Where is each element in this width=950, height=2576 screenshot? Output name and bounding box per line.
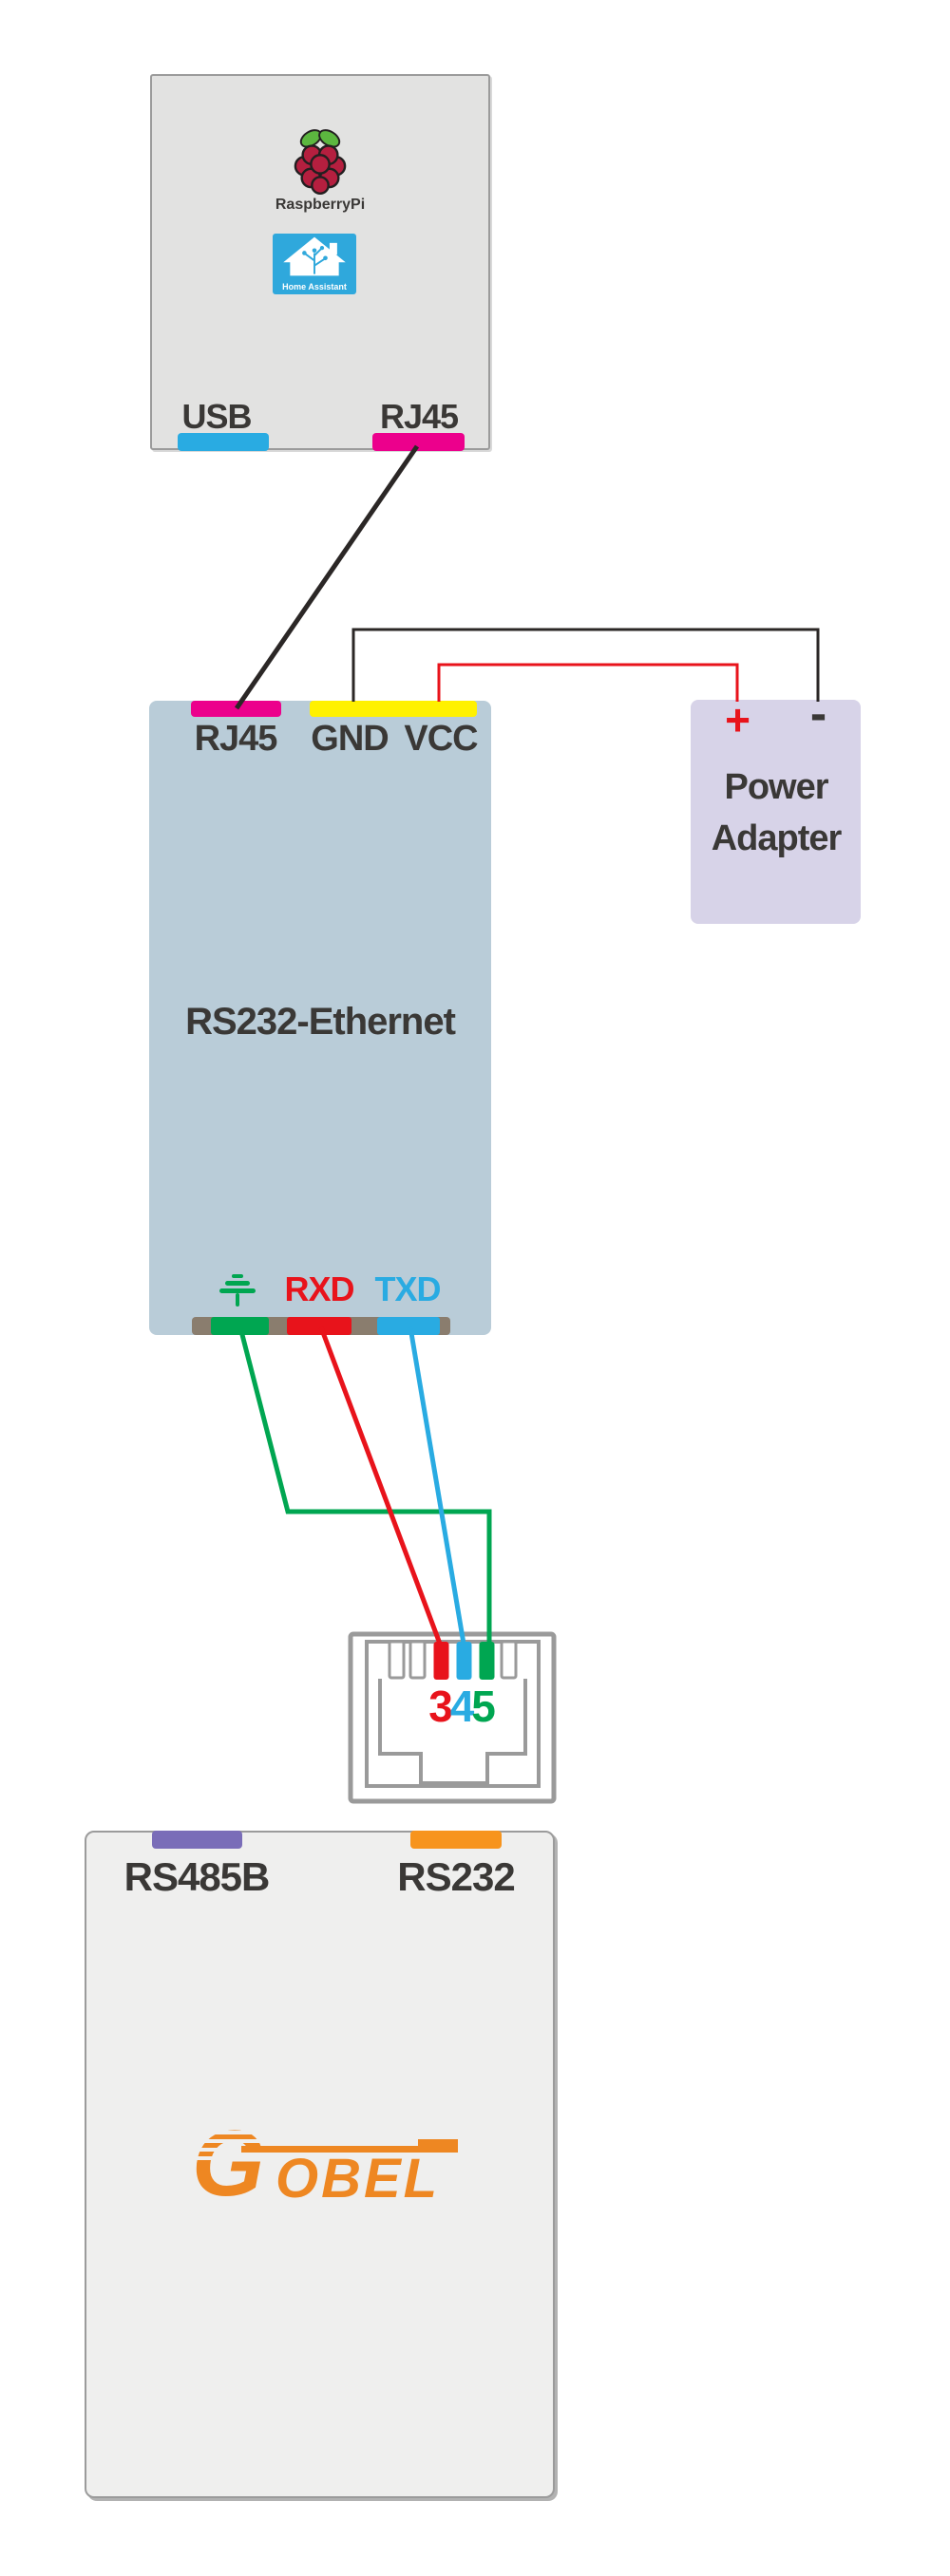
converter-rj45-label: RJ45 xyxy=(194,719,278,759)
converter-vcc-label: VCC xyxy=(404,719,478,759)
gobel-rs232-port xyxy=(410,1831,502,1849)
wire-txd-to-jack-pin4 xyxy=(408,1326,466,1645)
wire-ethernet-cable xyxy=(234,444,420,710)
jack-pin5-number: 5 xyxy=(471,1682,496,1731)
converter-name-label: RS232-Ethernet xyxy=(185,1001,456,1043)
converter-txd-label: TXD xyxy=(374,1269,442,1308)
home-assistant-label: Home Assistant xyxy=(282,282,347,291)
wire-vcc-to-adapter-plus xyxy=(437,663,739,702)
jack-empty-slot xyxy=(388,1640,406,1680)
adapter-minus-terminal: - xyxy=(809,686,826,742)
jack-pin3 xyxy=(433,1642,449,1680)
home-assistant-logo: Home Assistant xyxy=(273,234,356,294)
rs232-ethernet-converter-box xyxy=(149,701,491,1335)
converter-rxd-label: RXD xyxy=(284,1269,354,1308)
raspberry-pi-brand-label: RaspberryPi xyxy=(275,197,366,213)
jack-pin5 xyxy=(479,1642,495,1680)
jack-pin3-number: 3 xyxy=(428,1682,453,1731)
wire-rxd-to-jack-pin3 xyxy=(318,1326,443,1645)
adapter-plus-terminal: + xyxy=(725,695,750,744)
jack-pin4-number: 4 xyxy=(450,1682,475,1731)
gobel-rs485b-port xyxy=(152,1831,242,1849)
pi-rj45-port-label: RJ45 xyxy=(379,397,459,436)
gobel-device-box xyxy=(85,1831,555,2498)
power-adapter-box xyxy=(691,700,861,924)
gobel-logo-obel: OBEL xyxy=(276,2148,440,2208)
jack-pin4 xyxy=(456,1642,472,1680)
converter-txd-pin xyxy=(377,1317,440,1335)
gobel-brand-logo: G OBEL xyxy=(188,2117,458,2208)
gobel-rs232-label: RS232 xyxy=(397,1854,515,1899)
pi-usb-port xyxy=(178,433,269,451)
rj45-jack: 3 4 5 xyxy=(348,1631,557,1804)
pi-rj45-port xyxy=(372,433,465,451)
adapter-name-line2: Adapter xyxy=(711,818,843,858)
gobel-rs485b-label: RS485B xyxy=(124,1854,271,1899)
converter-gnd-pin xyxy=(211,1317,269,1335)
signal-ground-icon xyxy=(219,1274,256,1307)
converter-rxd-pin xyxy=(287,1317,352,1335)
converter-gnd-label: GND xyxy=(311,719,389,759)
jack-empty-slot xyxy=(408,1640,427,1680)
home-assistant-house-icon xyxy=(283,236,346,276)
adapter-name-line1: Power xyxy=(724,767,828,807)
wire-gnd-to-jack-pin5 xyxy=(238,1326,492,1645)
converter-rj45-port xyxy=(191,701,281,717)
raspberry-pi-logo-icon xyxy=(294,129,347,196)
wire-gnd-to-adapter-minus xyxy=(352,628,820,702)
jack-empty-slot xyxy=(500,1640,518,1680)
pi-usb-port-label: USB xyxy=(181,397,252,436)
converter-power-terminal xyxy=(310,701,477,717)
